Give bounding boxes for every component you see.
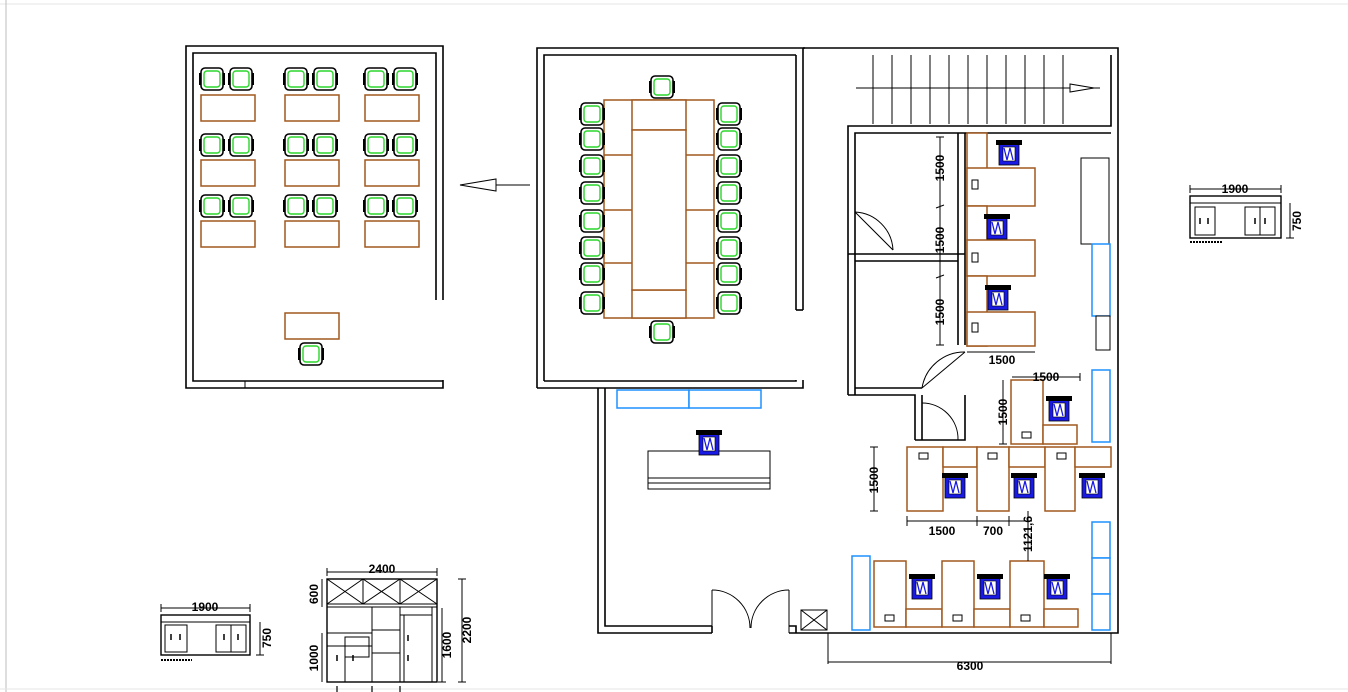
dim-label: 1500 [933,298,947,325]
main-entrance-doors [711,589,790,633]
chair-icon [716,236,742,260]
desk-detail-left: 1900 750 [160,600,274,661]
workstations-column [966,132,1036,347]
dim-label: 1600 [440,631,454,658]
classroom-chairs [199,67,418,366]
workstation-single [1010,379,1078,445]
chair-icon [392,194,418,218]
reception [597,47,1119,634]
chair-icon [716,127,742,151]
chair-icon [716,154,742,178]
office-chair-icon [696,430,722,456]
office-chair-icon [909,574,935,600]
dim-label: 6300 [957,659,984,673]
chair-icon [579,154,605,178]
chair-icon [579,102,605,126]
chair-icon [312,194,338,218]
chair-icon [363,67,389,91]
workstations-row-middle [906,446,1112,512]
chair-icon [312,67,338,91]
chair-icon [363,133,389,157]
office-chair-icon [977,574,1003,600]
dim-label: 600 [307,584,321,604]
office-chair-icon [1079,473,1105,499]
teacher-desk [284,312,340,340]
chair-icon [298,342,324,366]
office-area [696,132,1112,631]
dim-label: 1500 [929,524,956,538]
chair-icon [716,209,742,233]
chair-icon [579,127,605,151]
chair-icon [579,236,605,260]
dimension-lines: 1500 1500 1500 1500 1500 1500 1500 1500 … [827,136,1112,673]
chair-icon [283,194,309,218]
office-chair-icon [942,473,968,499]
chair-icon [392,133,418,157]
chair-icon [579,209,605,233]
dim-label: 1121,6 [1021,516,1035,552]
chair-icon [392,67,418,91]
chair-icon [649,320,675,344]
chair-icon [228,194,254,218]
cabinet-elevation: 2400 600 1000 [307,562,474,692]
dim-label: 2400 [369,562,396,576]
chair-icon [579,181,605,205]
chair-icon [579,291,605,315]
storage-cabinet [616,389,690,409]
chair-icon [716,102,742,126]
office-doors [854,211,966,441]
desk-detail-right: 1900 750 [1189,182,1304,243]
student-desks [200,94,420,340]
chair-icon [283,67,309,91]
dim-label: 1900 [1222,182,1249,196]
chair-icon [716,262,742,286]
office-chairs [696,140,1105,600]
office-chair-icon [996,140,1022,166]
conference-table [603,99,715,319]
conference-chairs [579,75,742,344]
chair-icon [363,194,389,218]
chair-icon [649,75,675,99]
exit-arrow-left [459,178,530,192]
workstations-row-bottom [873,560,1079,628]
utility-shaft [800,609,828,631]
right-storage-units [851,157,1111,631]
dim-label: 1900 [192,600,219,614]
dim-label: 1000 [307,644,321,671]
dim-label: 1500 [989,353,1016,367]
dim-label: 1500 [996,398,1010,425]
conference-room [536,47,805,389]
staircase [847,55,1112,395]
dim-label: 2200 [460,616,474,643]
chair-icon [716,291,742,315]
dim-label: 1500 [933,154,947,181]
classroom [185,45,530,389]
chair-icon [199,67,225,91]
chair-icon [228,133,254,157]
storage-cabinet [688,389,762,409]
chair-icon [283,133,309,157]
dim-label: 1500 [933,226,947,253]
chair-icon [199,194,225,218]
dim-label: 1500 [867,466,881,493]
chair-icon [199,133,225,157]
office-chair-icon [1044,574,1070,600]
dim-label: 750 [260,628,274,648]
chair-icon [228,67,254,91]
office-chair-icon [984,214,1010,240]
office-chair-icon [985,285,1011,311]
chair-icon [312,133,338,157]
chair-icon [716,181,742,205]
dim-label: 750 [1290,211,1304,231]
office-chair-icon [1046,396,1072,422]
reception-desk [647,450,771,490]
dim-label: 1500 [1033,370,1060,384]
chair-icon [579,262,605,286]
office-chair-icon [1011,473,1037,499]
dim-label: 700 [983,524,1003,538]
